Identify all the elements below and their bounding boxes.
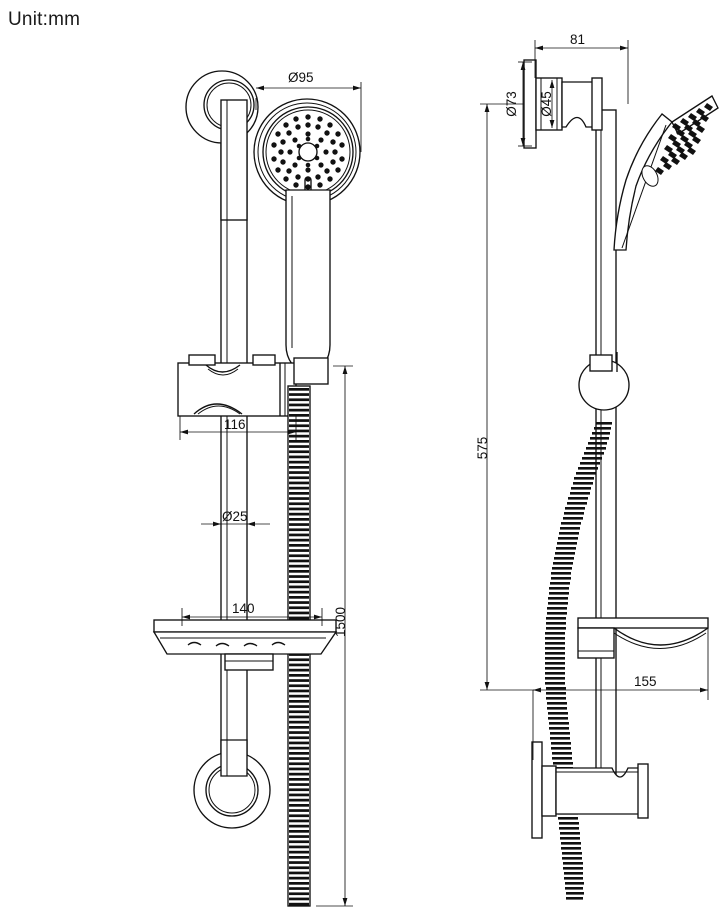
unit-note: Unit:mm <box>8 9 81 30</box>
side-bottom-wall-outlet <box>531 741 649 839</box>
dim-soap-dish-projection: 155 <box>532 628 709 760</box>
front-soap-dish <box>152 619 338 671</box>
hose-coil-texture <box>289 388 309 906</box>
dim-shower-head-diameter: Ø95 <box>255 70 362 152</box>
dim-label-155: 155 <box>634 674 657 689</box>
dim-outlet-body-diameter: Ø45 <box>539 80 555 128</box>
dim-label-d45: Ø45 <box>539 91 554 117</box>
front-view-group: Ø95 116 Ø25 <box>152 70 362 907</box>
dim-label-d25: Ø25 <box>222 509 248 524</box>
side-top-wall-outlet <box>523 59 603 149</box>
front-hand-shower <box>253 98 361 383</box>
dim-label-1500: 1500 <box>333 607 348 637</box>
dim-rail-diameter: Ø25 <box>201 509 270 527</box>
dim-soap-dish-width: 140 <box>181 601 323 626</box>
side-slide-rail <box>595 109 617 801</box>
dim-label-140: 140 <box>232 601 255 616</box>
dim-rail-length: 575 <box>475 103 540 691</box>
side-soap-dish <box>577 617 709 659</box>
side-view-group: 81 Ø73 Ø45 <box>475 32 719 900</box>
side-hand-shower <box>613 95 719 251</box>
front-bottom-wall-mount <box>193 739 271 829</box>
dim-label-d95: Ø95 <box>288 70 314 85</box>
dim-overall-height: 1500 <box>316 365 353 907</box>
front-slider-bracket <box>177 354 329 417</box>
side-slider-bracket <box>578 352 630 411</box>
dim-label-116: 116 <box>224 417 246 432</box>
dim-label-81: 81 <box>570 32 585 47</box>
dim-wall-outlet-projection: 81 <box>534 32 629 104</box>
dim-label-575: 575 <box>475 437 490 460</box>
side-nozzle-ribs <box>655 103 713 175</box>
nozzle-pattern <box>271 114 345 190</box>
dim-bracket-width: 116 <box>179 416 297 440</box>
